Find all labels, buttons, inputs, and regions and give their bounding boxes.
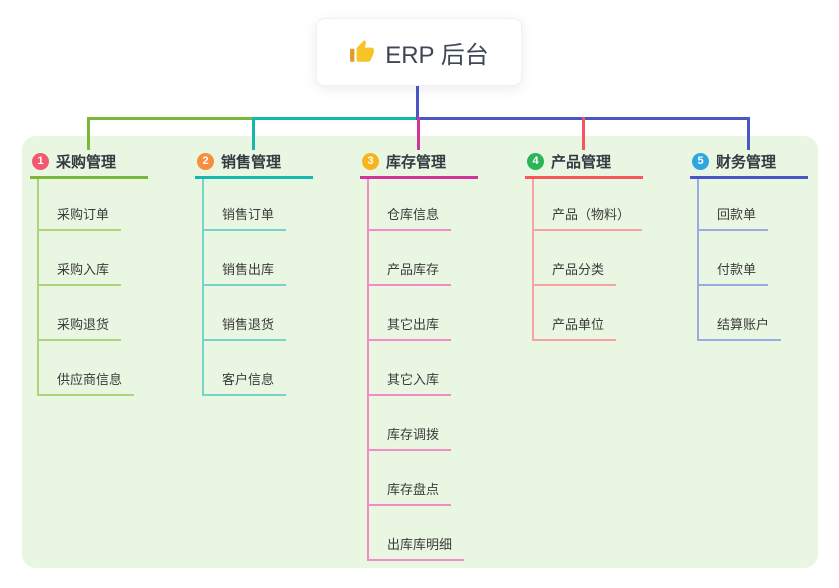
mindmap-item-采购入库[interactable]: 采购入库 [37,261,122,286]
branch-label: 财务管理 [716,153,777,171]
branch-header-销售管理[interactable]: 2 销售管理 [195,146,313,179]
branch-drop-line [582,117,585,150]
mindmap-item-产品（物料）[interactable]: 产品（物料） [532,206,643,231]
mindmap-item-label: 采购退货 [57,317,110,332]
root-node[interactable]: ERP 后台 [316,18,522,86]
mindmap-item-销售退货[interactable]: 销售退货 [202,316,287,341]
branch-drop-line [87,117,90,150]
branch-rail-line [202,179,204,396]
branch-label: 产品管理 [551,153,612,171]
mindmap-item-label: 产品单位 [552,317,605,332]
mindmap-item-label: 库存调拨 [387,427,440,442]
mindmap-item-label: 其它出库 [387,317,440,332]
branch-label: 采购管理 [56,153,117,171]
mindmap-item-采购订单[interactable]: 采购订单 [37,206,122,231]
mindmap-item-label: 客户信息 [222,372,275,387]
branch-header-财务管理[interactable]: 5 财务管理 [690,146,808,179]
branch-drop-line [747,117,750,150]
mindmap-item-其它出库[interactable]: 其它出库 [367,316,452,341]
mindmap-item-label: 仓库信息 [387,207,440,222]
branch-drop-line [417,117,420,150]
mindmap-item-供应商信息[interactable]: 供应商信息 [37,371,135,396]
mindmap-item-label: 其它入库 [387,372,440,387]
mindmap-item-出库库明细[interactable]: 出库库明细 [367,536,465,561]
branch-badge: 3 [362,152,379,170]
mindmap-item-label: 库存盘点 [387,482,440,497]
branch-header-产品管理[interactable]: 4 产品管理 [525,146,643,179]
mindmap-item-label: 供应商信息 [57,372,123,387]
mindmap-item-label: 结算账户 [717,317,770,332]
mindmap-item-付款单[interactable]: 付款单 [697,261,769,286]
branch-badge: 2 [197,152,214,170]
mindmap-item-库存盘点[interactable]: 库存盘点 [367,481,452,506]
branch-header-采购管理[interactable]: 1 采购管理 [30,146,148,179]
mindmap-item-产品库存[interactable]: 产品库存 [367,261,452,286]
mindmap-item-库存调拨[interactable]: 库存调拨 [367,426,452,451]
root-label: ERP 后台 [385,41,489,69]
mindmap-item-label: 销售出库 [222,262,275,277]
branches-panel [22,136,818,568]
bus-line-left [87,117,252,120]
branch-badge: 4 [527,152,544,170]
branch-badge: 1 [32,152,49,170]
mindmap-item-产品分类[interactable]: 产品分类 [532,261,617,286]
branch-rail-line [37,179,39,396]
mindmap-item-回款单[interactable]: 回款单 [697,206,769,231]
branch-rail-line [367,179,369,561]
mindmap-item-客户信息[interactable]: 客户信息 [202,371,287,396]
mindmap-item-采购退货[interactable]: 采购退货 [37,316,122,341]
branch-header-库存管理[interactable]: 3 库存管理 [360,146,478,179]
branch-rail-line [697,179,699,341]
bus-line-mid [252,117,416,120]
mindmap-item-label: 采购入库 [57,262,110,277]
branch-badge: 5 [692,152,709,170]
mindmap-item-销售出库[interactable]: 销售出库 [202,261,287,286]
branch-drop-line [252,117,255,150]
branch-label: 销售管理 [221,153,282,171]
branch-rail-line [532,179,534,341]
mindmap-item-销售订单[interactable]: 销售订单 [202,206,287,231]
mindmap-item-其它入库[interactable]: 其它入库 [367,371,452,396]
root-stem-line [416,84,419,117]
mindmap-item-label: 回款单 [717,207,757,222]
mindmap-item-label: 付款单 [717,262,757,277]
mindmap-item-label: 产品（物料） [552,207,631,222]
mindmap-item-label: 采购订单 [57,207,110,222]
mindmap-item-结算账户[interactable]: 结算账户 [697,316,782,341]
mindmap-item-产品单位[interactable]: 产品单位 [532,316,617,341]
mindmap-item-label: 销售退货 [222,317,275,332]
mindmap-item-仓库信息[interactable]: 仓库信息 [367,206,452,231]
mindmap-item-label: 产品分类 [552,262,605,277]
thumbs-up-icon [350,40,375,62]
mindmap-item-label: 销售订单 [222,207,275,222]
branch-label: 库存管理 [386,153,447,171]
mindmap-item-label: 出库库明细 [387,537,453,552]
mindmap-item-label: 产品库存 [387,262,440,277]
